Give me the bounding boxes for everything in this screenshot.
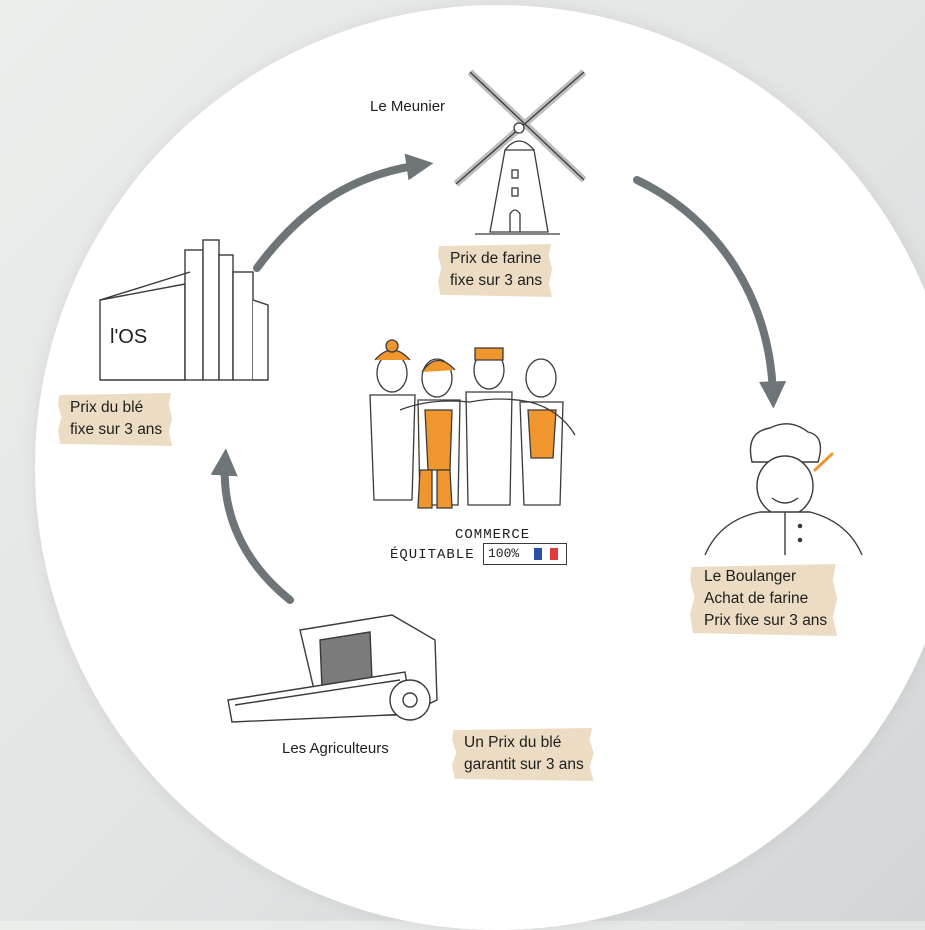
fair-trade-badge: 100%	[483, 543, 567, 565]
meunier-tag-line-1: Prix de farine	[450, 250, 542, 267]
os-price-tag: Prix du blé fixe sur 3 ans	[58, 393, 173, 446]
os-label: l'OS	[110, 326, 148, 348]
agriculteurs-tag-line-1: Un Prix du blé	[464, 734, 562, 751]
os-tag-line-2: fixe sur 3 ans	[70, 421, 163, 438]
french-flag-icon	[534, 548, 558, 560]
boulanger-line-3: Prix fixe sur 3 ans	[704, 612, 828, 629]
commerce-text: COMMERCE	[455, 527, 531, 543]
meunier-tag-line-2: fixe sur 3 ans	[450, 272, 543, 289]
boulanger-tag: Le Boulanger Achat de farine Prix fixe s…	[690, 564, 838, 636]
agriculteurs-label: Les Agriculteurs	[282, 740, 389, 757]
arrow-meunier-to-boulanger	[633, 176, 787, 409]
os-tag-line-1: Prix du blé	[70, 399, 144, 416]
equitable-text: ÉQUITABLE	[390, 547, 475, 563]
badge-percent: 100%	[488, 546, 520, 561]
boulanger-line-2: Achat de farine	[704, 590, 809, 607]
agriculteurs-tag-line-2: garantit sur 3 ans	[464, 756, 584, 773]
agriculteurs-price-tag: Un Prix du blé garantit sur 3 ans	[452, 728, 594, 781]
arrow-agriculteurs-to-os	[210, 448, 294, 604]
meunier-price-tag: Prix de farine fixe sur 3 ans	[438, 244, 553, 297]
arrow-os-to-meunier	[253, 153, 434, 272]
meunier-label: Le Meunier	[370, 98, 446, 115]
boulanger-title: Le Boulanger	[704, 568, 797, 585]
